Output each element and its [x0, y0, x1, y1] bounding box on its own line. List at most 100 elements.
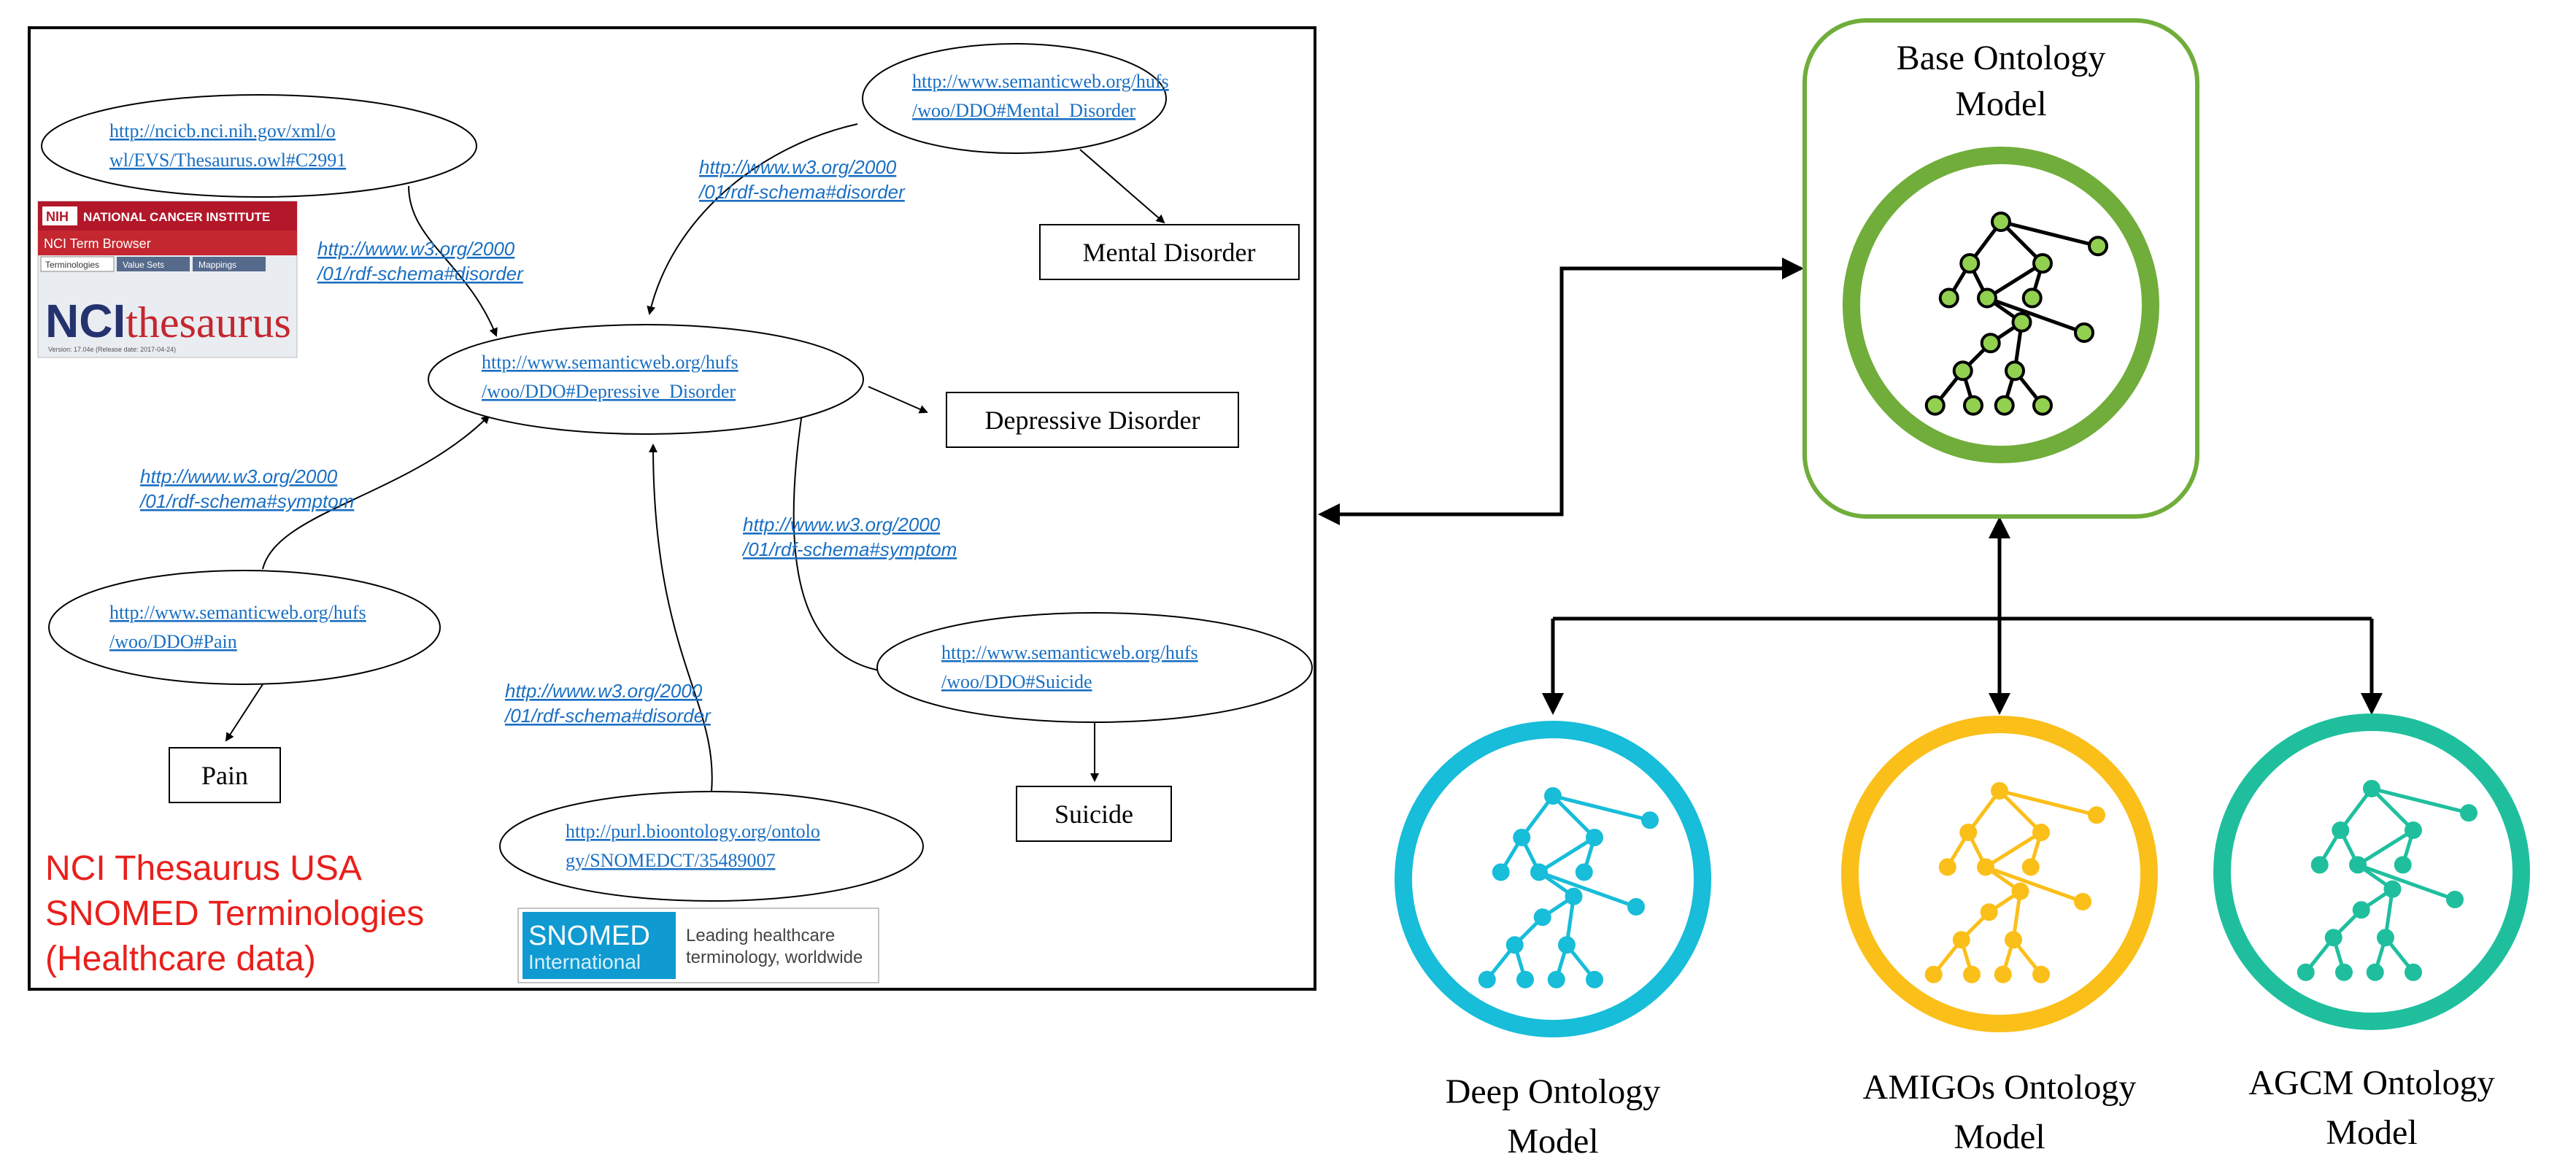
tree-node: [2352, 901, 2370, 919]
tree-node: [2446, 891, 2464, 908]
model-connectors: [1335, 266, 2374, 704]
tree-edge: [2371, 786, 2469, 815]
tree-edge: [1998, 789, 2043, 834]
predicate-label-3-line2: /01/rdf-schema#symptom: [139, 490, 354, 512]
tree-node: [2021, 287, 2043, 309]
snomed-name: SNOMED: [528, 921, 650, 951]
tree-node: [2363, 780, 2380, 797]
tree-node: [1530, 863, 1548, 881]
tree-node: [1586, 829, 1603, 846]
edge-mental-depressive: [647, 123, 858, 315]
tree-node: [1575, 863, 1593, 881]
tree-node: [2405, 821, 2422, 839]
nci-brand-bold: NCI: [45, 295, 126, 347]
base-model-tree-icon: [1924, 212, 2108, 416]
deep-model-title-1: Deep Ontology: [1446, 1072, 1661, 1111]
tree-node: [2032, 253, 2053, 274]
tree-node: [2349, 856, 2367, 874]
literal-mental-text: Mental Disorder: [1083, 238, 1256, 267]
agcm-model-ring: [2213, 713, 2530, 1030]
tree-node: [2366, 963, 2384, 981]
edge-pain-depressive: [262, 414, 490, 570]
uri-node-snomedct: http://purl.bioontology.org/ontolo gy/SN…: [499, 791, 924, 902]
tree-edge: [1999, 789, 2097, 817]
nci-brand: NCIthesaurus: [45, 295, 291, 347]
uri-c2991-line2: wl/EVS/Thesaurus.owl#C2991: [109, 150, 346, 171]
arrowhead-up-base: [1989, 517, 2010, 538]
predicate-label-4-line2: /01/rdf-schema#symptom: [741, 538, 957, 560]
tree-edge: [1984, 830, 2043, 869]
tree-node: [1516, 970, 1534, 989]
uri-snomedct-line2: gy/SNOMEDCT/35489007: [566, 850, 775, 871]
amigos-model-ring: [1841, 716, 2158, 1032]
literal-pain-text: Pain: [201, 761, 248, 790]
predicate-label-2-line2: /01/rdf-schema#disorder: [698, 181, 906, 203]
predicate-labels: http://www.w3.org/2000 /01/rdf-schema#di…: [139, 156, 957, 727]
uri-c2991-line1: http://ncicb.nci.nih.gov/xml/o: [109, 120, 336, 142]
deep-model-ring: [1395, 721, 1711, 1037]
snomed-sub: International: [528, 951, 641, 973]
uri-depressive-line2: /woo/DDO#Depressive_Disorder: [482, 381, 736, 402]
uri-depressive-line1: http://www.semanticweb.org/hufs: [482, 352, 739, 373]
arrowhead-down-agcm: [2361, 693, 2383, 715]
tree-edge: [2356, 828, 2415, 867]
data-source-caption: NCI Thesaurus USA SNOMED Terminologies (…: [45, 849, 424, 978]
tree-node: [1492, 863, 1510, 881]
deep-model-title-2: Model: [1507, 1122, 1598, 1161]
tree-node: [1994, 395, 2015, 416]
arrowhead-down-deep: [1542, 693, 1564, 715]
tree-node: [1478, 970, 1496, 989]
snomed-tagline-1: Leading healthcare: [686, 926, 835, 945]
arrowhead-to-base: [1782, 258, 1804, 279]
caption-line-3: (Healthcare data): [45, 940, 316, 978]
nci-nih-mark: NIH: [46, 209, 69, 224]
tree-node: [1586, 970, 1603, 989]
tree-edge: [1552, 794, 1651, 822]
snomed-international-logo: SNOMED International Leading healthcare …: [517, 908, 879, 983]
tree-node: [1627, 898, 1645, 916]
agcm-ontology-model: AGCM Ontology Model: [2213, 713, 2530, 1152]
deep-ontology-model: Deep Ontology Model: [1395, 721, 1711, 1161]
tree-node: [1991, 212, 2011, 232]
predicate-label-3-line1: http://www.w3.org/2000: [140, 465, 338, 487]
tree-node: [1924, 395, 1946, 416]
predicate-label-1-line2: /01/rdf-schema#disorder: [316, 263, 524, 285]
uri-node-c2991: http://ncicb.nci.nih.gov/xml/o wl/EVS/Th…: [41, 94, 477, 198]
base-ontology-model: Base Ontology Model: [1802, 18, 2199, 519]
tree-edge: [2370, 787, 2415, 832]
uri-node-pain: http://www.semanticweb.org/hufs /woo/DDO…: [48, 570, 441, 685]
tree-edge: [1985, 865, 2083, 904]
uri-pain-line1: http://www.semanticweb.org/hufs: [109, 602, 366, 623]
edge-pain-literal: [225, 684, 263, 742]
tree-node: [2005, 360, 2025, 382]
edge-depressive-literal: [868, 386, 928, 414]
nci-thesaurus-logo: NIH NATIONAL CANCER INSTITUTE NCI Term B…: [37, 201, 298, 358]
tree-node: [1558, 936, 1576, 954]
amigos-model-tree-icon: [1924, 782, 2105, 983]
tree-node: [1994, 965, 2012, 983]
amigos-ontology-model: AMIGOs Ontology Model: [1841, 716, 2158, 1156]
tree-node: [1963, 395, 1983, 416]
tree-node: [1952, 360, 1973, 382]
uri-node-mental-disorder: http://www.semanticweb.org/hufs /woo/DDO…: [862, 43, 1169, 154]
graph-edges: [225, 123, 1165, 792]
tree-edge: [1538, 870, 1637, 909]
caption-line-1: NCI Thesaurus USA: [45, 849, 362, 888]
edge-c2991-depressive: [408, 185, 498, 337]
tree-node: [2335, 963, 2353, 981]
predicate-label-5-line1: http://www.w3.org/2000: [505, 680, 703, 702]
tree-node: [2297, 963, 2315, 981]
base-model-title-1: Base Ontology: [1897, 39, 2106, 77]
tree-edge: [1986, 296, 2085, 335]
tree-node: [2332, 821, 2350, 839]
tree-node: [1980, 903, 1998, 921]
tree-node: [1977, 858, 1994, 876]
tree-node: [1938, 858, 1956, 876]
amigos-model-title-1: AMIGOs Ontology: [1863, 1068, 2137, 1107]
tree-node: [1938, 287, 1959, 309]
tree-node: [1565, 887, 1583, 905]
tree-node: [2074, 322, 2094, 343]
literal-depressive-text: Depressive Disorder: [985, 406, 1200, 435]
snomed-tagline-2: terminology, worldwide: [686, 948, 863, 967]
tree-node: [2394, 856, 2412, 874]
